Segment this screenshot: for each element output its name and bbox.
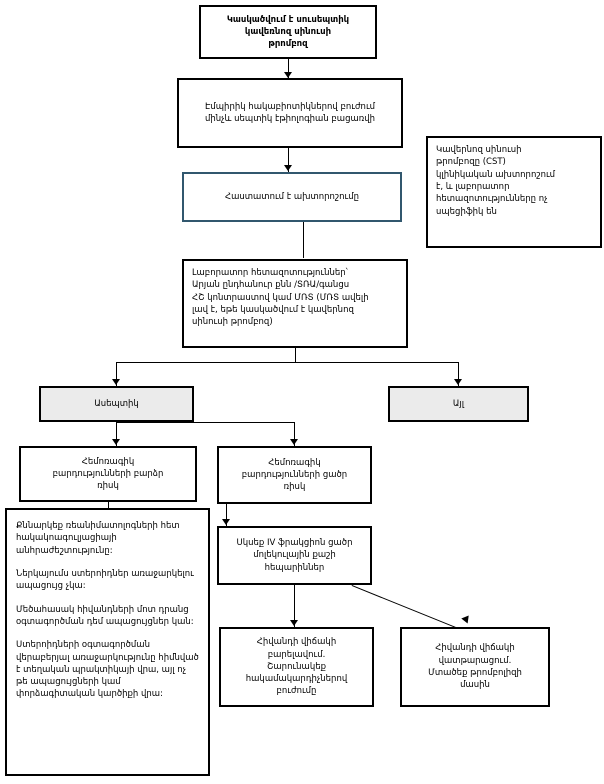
arrowhead-high-risk [112, 439, 120, 445]
node-other-label: Այլ [452, 398, 465, 409]
node-empiric-antibiotics[interactable]: Էմպիրիկ հակաբիոտիկներով բուժում մինչև սե… [177, 78, 403, 148]
connector-heparin-to-improve [294, 585, 295, 627]
node-other[interactable]: Այլ [388, 386, 529, 422]
node-cst-clinical-note[interactable]: Կավերնոզ սինուսի թրոմբոզը (CST) կլինիկակ… [426, 136, 602, 248]
node-suspected-cst-label: Կասկածվում է սուսեպտիկ կավեռնոզ սինուսի … [226, 14, 350, 50]
arrowhead-heparin [222, 519, 230, 525]
node-start-iv-heparin-label: Սկսեք IV ֆրակցիոն ցածր մոլեկուլային քաշի… [236, 538, 353, 573]
node-low-hemorrhagic-risk-label: Հեմոռագիկ բարդությունների ցածր ռիսկ [241, 457, 348, 493]
clinical-note-paragraph-3: Մեծահասակ հիվանդների մոտ դրանց օգտագործմ… [16, 604, 194, 627]
connector-aseptic-to-high [116, 422, 117, 446]
node-patient-improvement[interactable]: Հիվանդի վիճակի բարելավում. Շարունակեք հա… [219, 627, 374, 707]
node-confirms-diagnosis[interactable]: Հաստատում է ախտորոշումը [182, 172, 402, 222]
connector-labs-down [295, 348, 296, 362]
clinical-note-paragraph-1: Քննարկեք ռեանիմատոլոգների հետ հակակոագու… [16, 521, 180, 556]
clinical-note-paragraph-2: Ներկայումս ստերոիդներ առաջարկելու ապացու… [16, 568, 194, 592]
node-patient-improvement-label: Հիվանդի վիճակի բարելավում. Շարունակեք հա… [245, 637, 348, 697]
connector-branch-aseptic [116, 362, 117, 386]
arrowhead-other [454, 379, 462, 385]
node-cst-clinical-note-label: Կավերնոզ սինուսի թրոմբոզը (CST) կլինիկակ… [436, 145, 556, 217]
connector-branch-other [458, 362, 459, 386]
arrowhead-low-risk [290, 439, 298, 445]
connector-empiric-to-confirm [288, 148, 289, 172]
node-empiric-antibiotics-label: Էմպիրիկ հակաբիոտիկներով բուժում մինչև սե… [204, 101, 376, 124]
node-aseptic[interactable]: Ասեպտիկ [39, 386, 194, 422]
node-high-hemorrhagic-risk-label: Հեմոռագիկ բարդությունների բարձր ռիսկ [52, 456, 164, 492]
node-laboratory-investigations-label: Լաբորատոր հետազոտություններ՝ Արյան ընդհա… [192, 268, 369, 328]
connector-branch-horizontal [116, 362, 459, 363]
node-patient-deterioration[interactable]: Հիվանդի վիճակի վատթարացում. Մտածեք թրոմբ… [400, 627, 550, 707]
node-suspected-cst[interactable]: Կասկածվում է սուսեպտիկ կավեռնոզ սինուսի … [199, 5, 377, 59]
node-low-hemorrhagic-risk[interactable]: Հեմոռագիկ բարդությունների ցածր ռիսկ [217, 446, 372, 504]
connector-low-to-heparin [226, 504, 227, 526]
clinical-note-paragraph-4: Ստերոիդների օգտագործման վերաբերյալ առաջա… [16, 640, 199, 700]
arrowhead-empiric [284, 72, 292, 78]
node-high-hemorrhagic-risk[interactable]: Հեմոռագիկ բարդությունների բարձր ռիսկ [19, 446, 197, 502]
arrowhead-aseptic [112, 379, 120, 385]
node-confirms-diagnosis-label: Հաստատում է ախտորոշումը [225, 191, 359, 202]
node-patient-deterioration-label: Հիվանդի վիճակի վատթարացում. Մտածեք թրոմբ… [428, 643, 522, 691]
arrowhead-confirm [284, 165, 292, 171]
node-start-iv-heparin[interactable]: Սկսեք IV ֆրակցիոն ցածր մոլեկուլային քաշի… [217, 526, 372, 585]
connector-aseptic-to-low [294, 422, 295, 446]
arrowhead-worsen [461, 615, 472, 625]
connector-confirm-to-labs [303, 222, 304, 258]
node-clinical-notes-panel[interactable]: Քննարկեք ռեանիմատոլոգների հետ հակակոագու… [5, 508, 210, 776]
connector-suspect-to-empiric [288, 59, 289, 78]
connector-aseptic-right [116, 422, 294, 423]
node-laboratory-investigations[interactable]: Լաբորատոր հետազոտություններ՝ Արյան ընդհա… [182, 259, 408, 348]
connector-heparin-to-worsen [351, 585, 462, 631]
arrowhead-improve [290, 620, 298, 626]
node-aseptic-label: Ասեպտիկ [94, 398, 139, 409]
